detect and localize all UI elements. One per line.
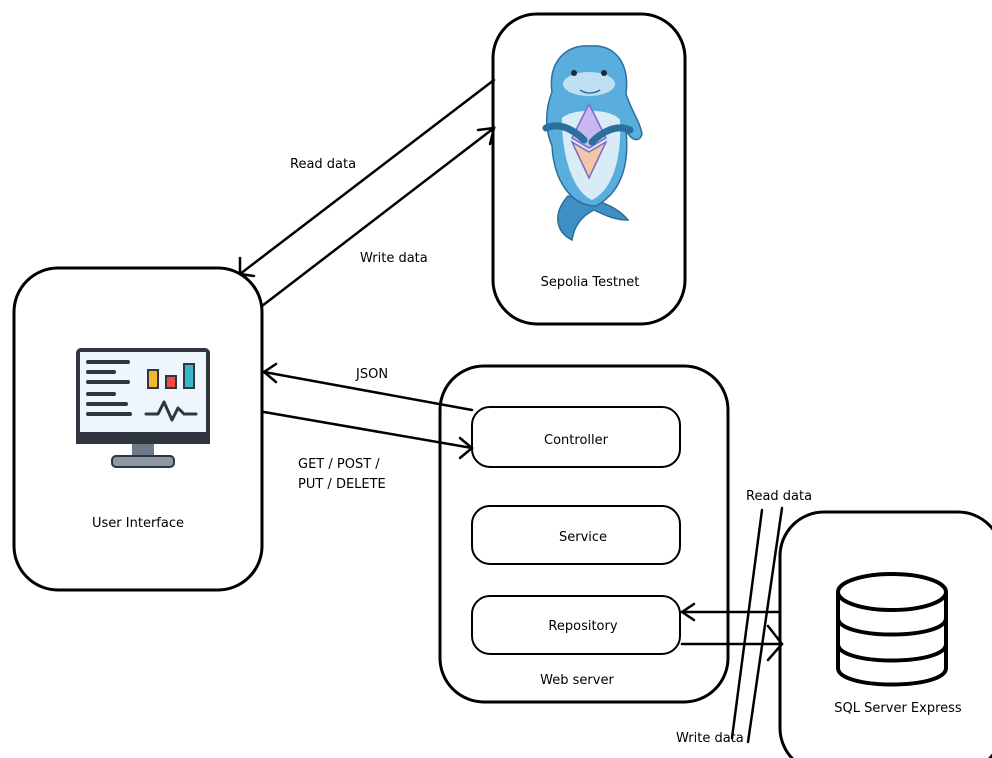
- user-interface-label: User Interface: [92, 516, 184, 531]
- edge-http-request: [262, 410, 474, 460]
- sql-server-label: SQL Server Express: [834, 701, 962, 716]
- controller-box: [471, 406, 681, 468]
- database-icon: [836, 572, 948, 687]
- db-write-label: Write data: [676, 731, 744, 746]
- service-label: Service: [559, 530, 607, 545]
- http-methods-label-1: GET / POST /: [298, 457, 380, 472]
- repository-label: Repository: [548, 619, 617, 634]
- edge-sepolia-write: [260, 126, 496, 308]
- json-label: JSON: [355, 367, 388, 382]
- repository-box: [471, 595, 681, 655]
- write-data-leader-line: [746, 506, 784, 744]
- ethereum-dolphin-icon: [542, 45, 643, 242]
- service-box: [471, 505, 681, 565]
- edge-db-read: [679, 602, 782, 622]
- web-server-label: Web server: [540, 673, 614, 688]
- sepolia-label: Sepolia Testnet: [541, 275, 640, 290]
- controller-label: Controller: [544, 433, 609, 448]
- sepolia-write-label: Write data: [360, 251, 428, 266]
- dashboard-monitor-icon: [76, 348, 210, 468]
- edge-sepolia-read: [238, 78, 496, 278]
- edge-json-response: [261, 362, 474, 412]
- http-methods-label-2: PUT / DELETE: [298, 477, 386, 492]
- sepolia-read-label: Read data: [290, 157, 356, 172]
- db-read-label: Read data: [746, 489, 812, 504]
- read-data-leader-line: [730, 508, 764, 740]
- edge-db-write: [680, 624, 784, 662]
